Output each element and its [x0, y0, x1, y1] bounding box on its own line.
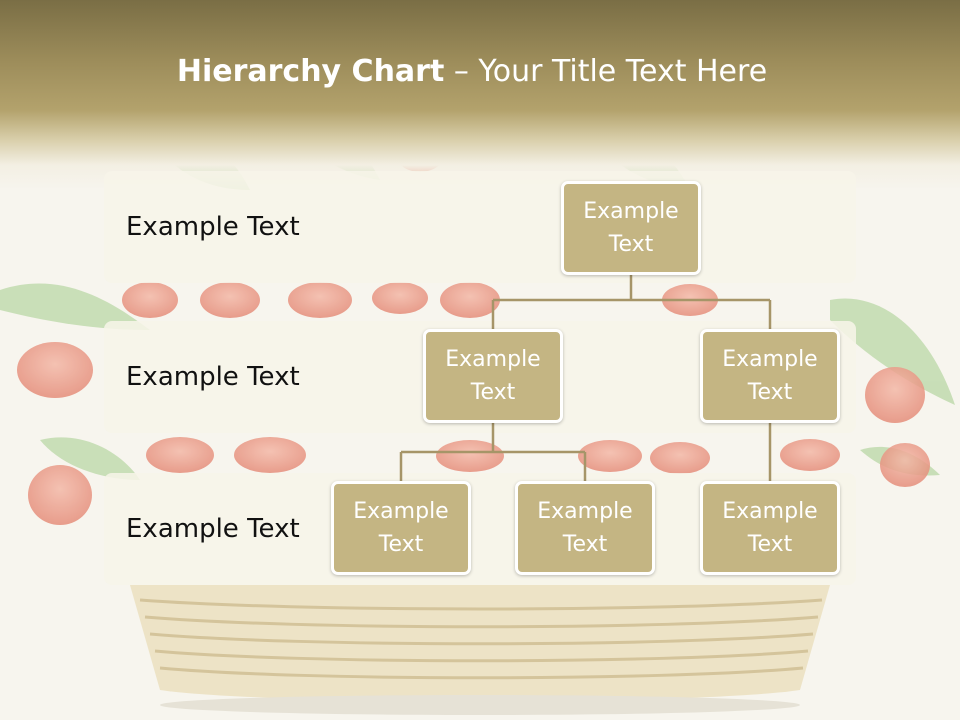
node-level3-right-text: Example Text	[722, 499, 818, 557]
tulips	[17, 144, 930, 525]
node-level2-right[interactable]: Example Text	[700, 329, 840, 423]
node-root[interactable]: Example Text	[561, 181, 701, 275]
title-rest: – Your Title Text Here	[444, 54, 768, 89]
node-level2-right-text: Example Text	[722, 347, 818, 405]
node-level3-left-1[interactable]: Example Text	[331, 481, 471, 575]
slide-title: Hierarchy Chart – Your Title Text Here	[0, 54, 944, 89]
level-band-1: Example Text	[104, 171, 856, 283]
level-label-1: Example Text	[126, 212, 300, 242]
level-label-2: Example Text	[126, 362, 300, 392]
node-root-text: Example Text	[583, 199, 679, 257]
node-level3-left-2[interactable]: Example Text	[515, 481, 655, 575]
wicker-basket	[130, 585, 830, 715]
title-bar: Hierarchy Chart – Your Title Text Here	[0, 0, 960, 190]
node-level2-left-text: Example Text	[445, 347, 541, 405]
node-level3-left-2-text: Example Text	[537, 499, 633, 557]
node-level2-left[interactable]: Example Text	[423, 329, 563, 423]
level-label-3: Example Text	[126, 514, 300, 544]
node-level3-left-1-text: Example Text	[353, 499, 449, 557]
node-level3-right[interactable]: Example Text	[700, 481, 840, 575]
title-bold: Hierarchy Chart	[176, 54, 445, 89]
